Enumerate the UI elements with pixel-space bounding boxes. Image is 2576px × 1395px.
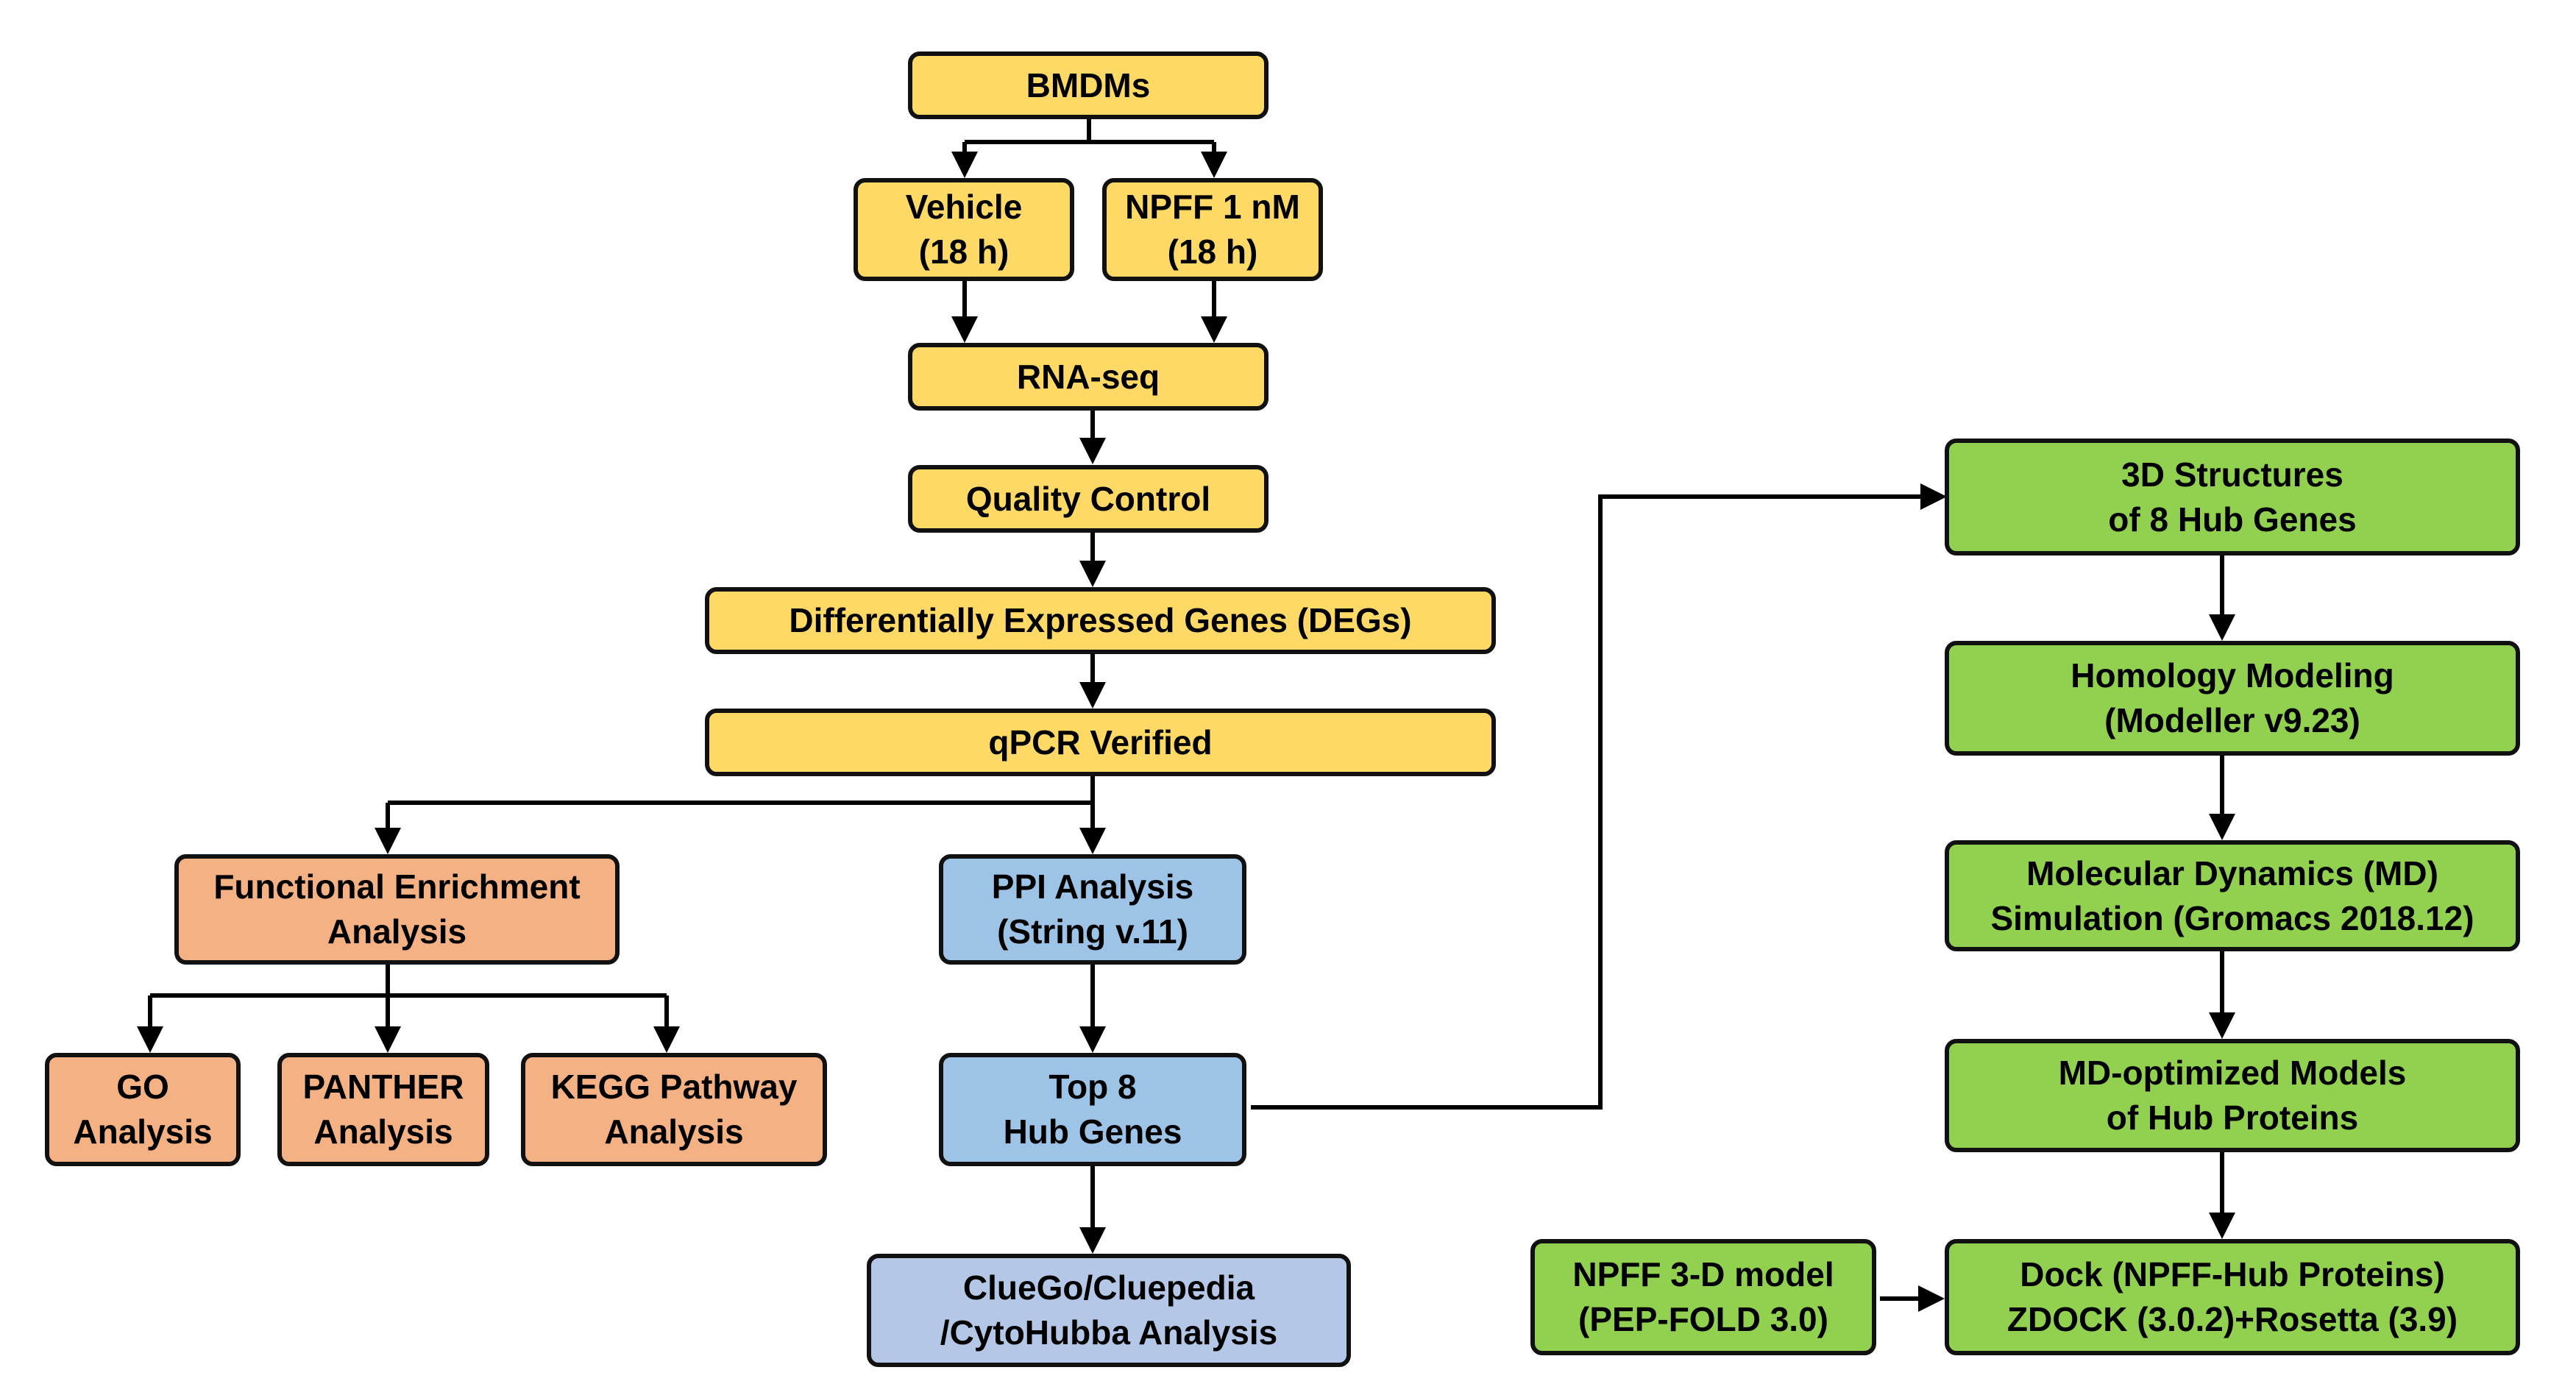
node-label-line: 3D Structures (2121, 455, 2343, 494)
node-ppi-analysis: PPI Analysis (String v.11) (939, 854, 1246, 965)
node-npff: NPFF 1 nM (18 h) (1102, 178, 1323, 281)
node-label-line: RNA-seq (1016, 357, 1160, 396)
node-3d-structures: 3D Structures of 8 Hub Genes (1945, 439, 2520, 555)
node-label-line: KEGG Pathway (550, 1068, 798, 1107)
node-label-line: Molecular Dynamics (MD) (2026, 853, 2438, 892)
node-bmdms: BMDMs (908, 52, 1269, 119)
arrow-top8-3d (1251, 483, 1947, 1110)
node-label-line: ClueGo/Cluepedia (962, 1268, 1255, 1307)
node-top8-hub-genes: Top 8 Hub Genes (939, 1053, 1246, 1166)
node-label-line: NPFF 3-D model (1572, 1255, 1834, 1294)
node-cluego-analysis: ClueGo/Cluepedia/CytoHubba Analysis (867, 1254, 1351, 1367)
node-label-line: of Hub Proteins (2106, 1098, 2359, 1137)
node-vehicle: Vehicle (18 h) (854, 178, 1074, 281)
node-label-line: Simulation (Gromacs 2018.12) (1990, 898, 2474, 937)
node-label-line: Top 8 (1049, 1068, 1137, 1107)
node-label-line: Quality Control (965, 479, 1211, 518)
node-molecular-dynamics: Molecular Dynamics (MD) Simulation (Groma… (1945, 840, 2520, 951)
node-label-line: ZDOCK (3.0.2)+Rosetta (3.9) (2006, 1300, 2458, 1338)
node-label-line: (18 h) (918, 232, 1010, 271)
node-label-line: (18 h) (1167, 232, 1258, 271)
node-label-line: qPCR Verified (988, 723, 1213, 762)
node-rnaseq: RNA-seq (908, 343, 1269, 411)
node-label-line: /CytoHubba Analysis (940, 1313, 1278, 1352)
node-degs: Differentially Expressed Genes (DEGs) (705, 587, 1496, 654)
node-label-line: Homology Modeling (2071, 656, 2394, 695)
node-quality-control: Quality Control (908, 465, 1269, 533)
node-label-line: MD-optimized Models (2058, 1054, 2407, 1093)
node-label-line: of 8 Hub Genes (2108, 500, 2357, 539)
node-label-line: Functional Enrichment (213, 867, 581, 906)
node-label-line: PANTHER (302, 1068, 464, 1107)
node-dock: Dock (NPFF-Hub Proteins) ZDOCK (3.0.2)+Ro… (1945, 1239, 2520, 1355)
node-npff-3d-model: NPFF 3-D model (PEP-FOLD 3.0) (1530, 1239, 1876, 1355)
node-md-optimized-models: MD-optimized Models of Hub Proteins (1945, 1039, 2520, 1152)
node-homology-modeling: Homology Modeling (Modeller v9.23) (1945, 641, 2520, 756)
node-label-line: (PEP-FOLD 3.0) (1578, 1300, 1828, 1338)
node-panther-analysis: PANTHER Analysis (277, 1053, 489, 1166)
node-go-analysis: GO Analysis (45, 1053, 241, 1166)
node-label-line: PPI Analysis (991, 867, 1194, 906)
node-label-line: NPFF 1 nM (1125, 188, 1300, 227)
node-label-line: Analysis (313, 1112, 453, 1151)
node-label-line: Analysis (604, 1112, 744, 1151)
node-label-line: Analysis (73, 1112, 213, 1151)
node-label-line: Analysis (327, 912, 467, 951)
node-label-line: GO (116, 1068, 169, 1107)
node-label-line: BMDMs (1026, 65, 1151, 104)
node-label-line: Vehicle (905, 188, 1023, 227)
node-label-line: (String v.11) (997, 912, 1188, 951)
node-label-line: Hub Genes (1003, 1112, 1182, 1151)
node-label-line: (Modeller v9.23) (2104, 701, 2360, 739)
node-label-line: Differentially Expressed Genes (DEGs) (789, 601, 1412, 640)
node-label-line: Dock (NPFF-Hub Proteins) (2020, 1255, 2445, 1294)
node-qpcr: qPCR Verified (705, 709, 1496, 776)
